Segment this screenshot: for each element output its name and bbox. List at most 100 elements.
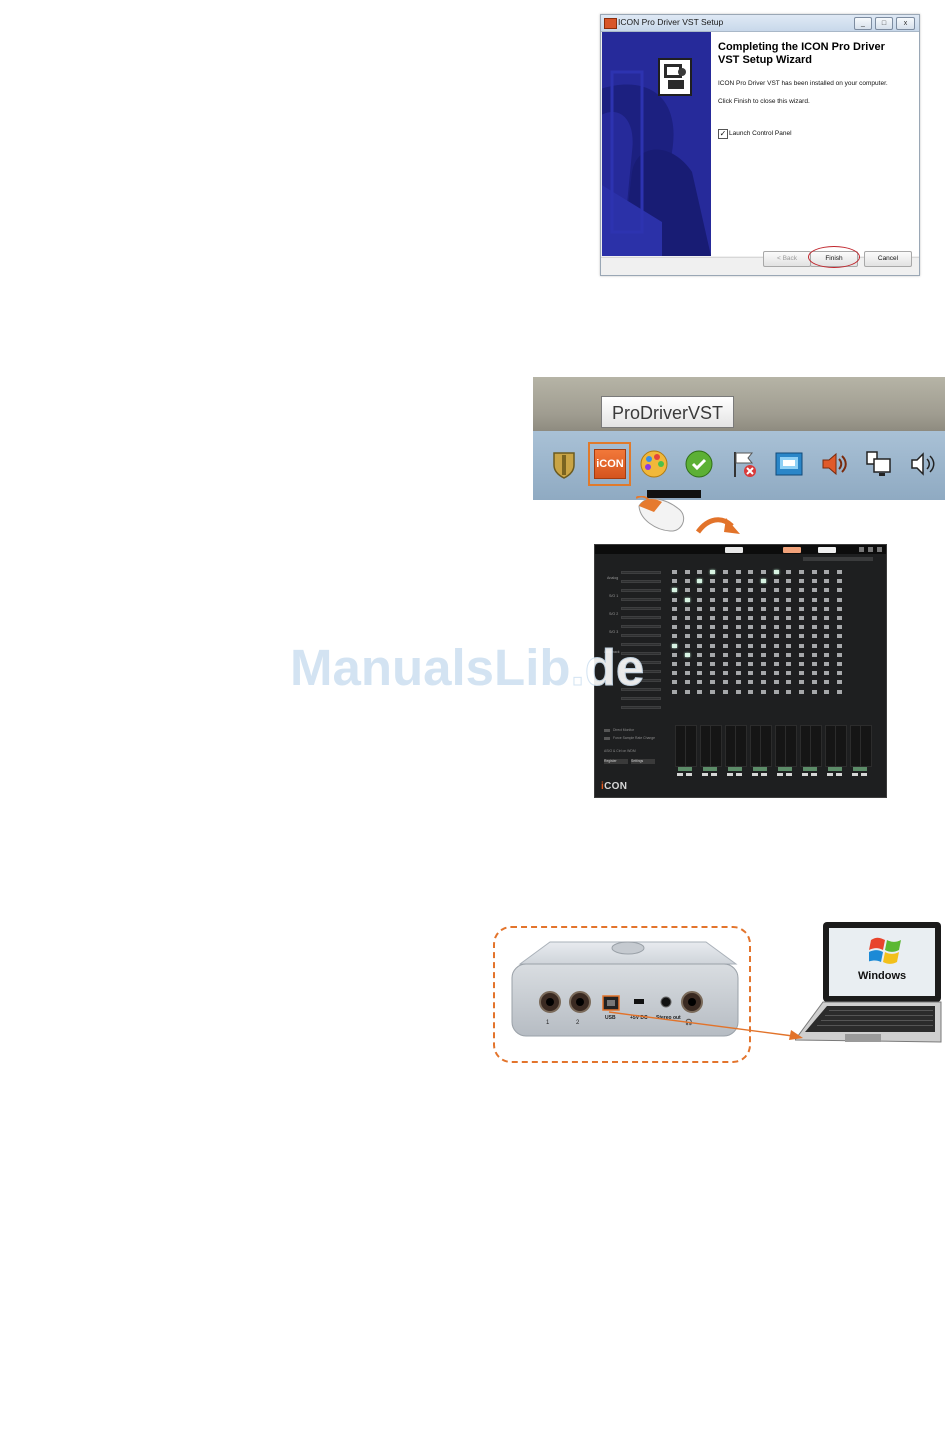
routing-node[interactable] <box>697 634 703 639</box>
routing-node[interactable] <box>811 625 817 630</box>
routing-node[interactable] <box>773 570 779 574</box>
routing-node[interactable] <box>710 652 716 657</box>
routing-node[interactable] <box>824 680 830 685</box>
routing-node[interactable] <box>837 662 843 666</box>
routing-node[interactable] <box>672 570 677 574</box>
routing-node[interactable] <box>837 680 843 685</box>
panel-minimize-button[interactable] <box>859 547 864 552</box>
panel-tab[interactable] <box>725 547 743 553</box>
solo-button[interactable] <box>711 773 717 776</box>
routing-node[interactable] <box>697 588 703 593</box>
routing-node[interactable] <box>722 597 728 602</box>
routing-node[interactable] <box>710 625 716 630</box>
routing-node[interactable] <box>837 652 843 657</box>
routing-node[interactable] <box>811 643 817 648</box>
routing-node[interactable] <box>697 616 703 620</box>
routing-node[interactable] <box>697 606 703 611</box>
back-button[interactable]: < Back <box>763 251 811 267</box>
routing-node[interactable] <box>760 671 766 676</box>
routing-node[interactable] <box>824 579 830 584</box>
routing-node[interactable] <box>837 625 843 630</box>
routing-node[interactable] <box>748 597 754 602</box>
force-sample-rate-toggle[interactable] <box>604 737 610 740</box>
routing-node[interactable] <box>799 643 804 648</box>
routing-node[interactable] <box>748 606 754 611</box>
routing-node[interactable] <box>811 680 817 685</box>
routing-node[interactable] <box>786 652 792 657</box>
routing-node[interactable] <box>735 570 741 574</box>
output-fader[interactable] <box>785 725 797 767</box>
routing-node[interactable] <box>837 634 843 639</box>
panel-close-button[interactable] <box>877 547 882 552</box>
routing-node[interactable] <box>722 634 728 639</box>
routing-node[interactable] <box>786 597 792 602</box>
routing-node[interactable] <box>811 570 817 574</box>
solo-button[interactable] <box>686 773 692 776</box>
routing-node[interactable] <box>684 588 690 593</box>
routing-node[interactable] <box>697 570 703 574</box>
routing-node[interactable] <box>760 625 766 630</box>
routing-node[interactable] <box>710 588 716 593</box>
routing-node[interactable] <box>735 634 741 639</box>
routing-node[interactable] <box>672 662 677 666</box>
mute-button[interactable] <box>802 773 808 776</box>
routing-node[interactable] <box>760 634 766 639</box>
routing-node[interactable] <box>824 634 830 639</box>
routing-node[interactable] <box>811 588 817 593</box>
routing-node[interactable] <box>773 643 779 648</box>
routing-node[interactable] <box>799 662 804 666</box>
routing-node[interactable] <box>773 671 779 676</box>
routing-node[interactable] <box>837 671 843 676</box>
routing-node[interactable] <box>773 652 779 657</box>
routing-node[interactable] <box>811 616 817 620</box>
routing-node[interactable] <box>697 579 703 584</box>
routing-node[interactable] <box>760 588 766 593</box>
routing-node[interactable] <box>824 689 830 694</box>
output-fader[interactable] <box>860 725 872 767</box>
routing-node[interactable] <box>748 671 754 676</box>
routing-node[interactable] <box>773 606 779 611</box>
routing-node[interactable] <box>811 597 817 602</box>
routing-node[interactable] <box>786 643 792 648</box>
routing-node[interactable] <box>684 643 690 648</box>
routing-node[interactable] <box>799 625 804 630</box>
routing-node[interactable] <box>786 634 792 639</box>
routing-node[interactable] <box>697 680 703 685</box>
routing-node[interactable] <box>672 671 677 676</box>
routing-node[interactable] <box>773 579 779 584</box>
routing-node[interactable] <box>786 662 792 666</box>
routing-node[interactable] <box>684 689 690 694</box>
mute-button[interactable] <box>752 773 758 776</box>
routing-node[interactable] <box>837 597 843 602</box>
routing-node[interactable] <box>799 588 804 593</box>
routing-node[interactable] <box>799 680 804 685</box>
routing-node[interactable] <box>684 680 690 685</box>
solo-button[interactable] <box>786 773 792 776</box>
mute-button[interactable] <box>852 773 858 776</box>
routing-node[interactable] <box>710 579 716 584</box>
routing-node[interactable] <box>837 606 843 611</box>
routing-node[interactable] <box>760 662 766 666</box>
routing-node[interactable] <box>748 588 754 593</box>
routing-node[interactable] <box>672 680 677 685</box>
routing-node[interactable] <box>672 579 677 584</box>
solo-button[interactable] <box>736 773 742 776</box>
shield-icon[interactable] <box>550 449 578 479</box>
routing-node[interactable] <box>811 606 817 611</box>
routing-node[interactable] <box>697 597 703 602</box>
routing-node[interactable] <box>672 616 677 620</box>
routing-node[interactable] <box>824 616 830 620</box>
routing-node[interactable] <box>748 680 754 685</box>
panel-mode-tabs[interactable] <box>803 557 873 561</box>
routing-node[interactable] <box>684 606 690 611</box>
volume-icon[interactable] <box>909 449 937 479</box>
routing-node[interactable] <box>748 625 754 630</box>
routing-node[interactable] <box>773 680 779 685</box>
output-fader[interactable] <box>835 725 847 767</box>
routing-node[interactable] <box>760 689 766 694</box>
green-check-icon[interactable] <box>684 449 713 479</box>
maximize-button[interactable]: □ <box>875 17 893 30</box>
routing-node[interactable] <box>824 662 830 666</box>
routing-node[interactable] <box>811 634 817 639</box>
routing-node[interactable] <box>799 689 804 694</box>
